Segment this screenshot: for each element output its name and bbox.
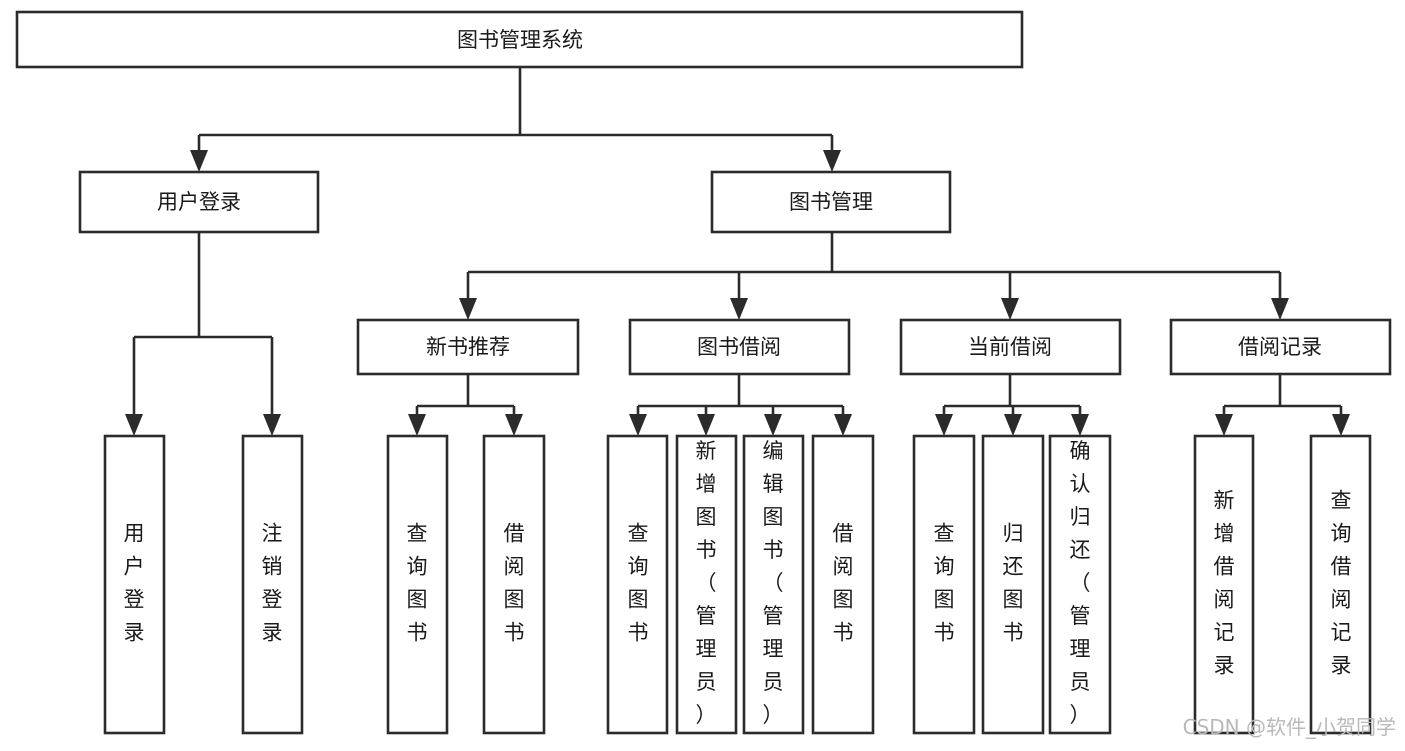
node-book-borrow[interactable]: 图书借阅 [628,318,851,376]
node-leaf-edit-book-label: 编辑图书（管理员） [763,439,784,727]
node-current-borrow-label: 当前借阅 [968,335,1052,359]
arrowhead-leaf-add-book [697,414,715,436]
node-leaf-borrow-book-2-label: 借阅图书 [833,522,854,645]
node-leaf-add-record-box[interactable] [1193,434,1255,735]
arrowhead-book-borrow [730,298,748,320]
node-leaf-query-book-3[interactable]: 查询图书 [912,434,976,735]
node-root-box[interactable] [15,10,1024,69]
arrowhead-leaf-add-record [1215,414,1233,436]
node-book-management-label: 图书管理 [789,190,873,214]
node-leaf-edit-book-box[interactable] [742,434,805,735]
connector-group [125,67,1350,436]
node-borrow-record-label: 借阅记录 [1238,335,1322,359]
arrowhead-leaf-borrow-book-2 [834,414,852,436]
arrowhead-new-book-recommend [459,298,477,320]
node-leaf-query-record-label: 查询借阅记录 [1331,489,1352,678]
node-leaf-borrow-book-1-box[interactable] [482,434,546,735]
node-leaf-edit-book[interactable]: 编辑图书（管理员） [742,434,805,735]
node-user-login-label: 用户登录 [157,190,241,214]
arrowhead-current-borrow [1001,298,1019,320]
node-leaf-return-book[interactable]: 归还图书 [981,434,1045,735]
node-book-borrow-box[interactable] [628,318,851,376]
node-leaf-add-book-box[interactable] [675,434,738,735]
arrowhead-borrow-record [1271,298,1289,320]
node-leaf-logout-label: 注销登录 [262,522,283,645]
arrowhead-leaf-query-book-1 [408,414,426,436]
node-current-borrow-box[interactable] [899,318,1122,376]
arrowhead-leaf-query-book-2 [629,414,647,436]
node-user-login-box[interactable] [78,170,320,234]
node-leaf-add-book[interactable]: 新增图书（管理员） [675,434,738,735]
watermark-label: CSDN @软件_小贺同学 [1183,715,1396,739]
node-leaf-query-record[interactable]: 查询借阅记录 [1309,434,1372,735]
arrowhead-book-management [823,150,841,172]
arrowhead-leaf-query-book-3 [935,414,953,436]
node-leaf-add-book-label: 新增图书（管理员） [696,439,717,727]
node-leaf-query-book-2-label: 查询图书 [628,522,649,645]
node-leaf-borrow-book-2[interactable]: 借阅图书 [811,434,875,735]
node-leaf-add-record-label: 新增借阅记录 [1214,489,1235,678]
arrowhead-user-login [190,150,208,172]
node-leaf-return-book-box[interactable] [981,434,1045,735]
node-book-management[interactable]: 图书管理 [710,170,952,234]
node-leaf-user-login-label: 用户登录 [124,522,145,645]
node-leaf-logout-box[interactable] [241,434,304,735]
node-leaf-query-book-3-box[interactable] [912,434,976,735]
arrowhead-leaf-borrow-book-1 [505,414,523,436]
node-leaf-borrow-book-1[interactable]: 借阅图书 [482,434,546,735]
arrowhead-leaf-query-record [1332,414,1350,436]
node-leaf-user-login-box[interactable] [103,434,166,735]
node-root-label: 图书管理系统 [457,28,583,52]
node-leaf-query-book-1-box[interactable] [386,434,449,735]
node-user-login[interactable]: 用户登录 [78,170,320,234]
node-leaf-query-book-3-label: 查询图书 [934,522,955,645]
node-leaf-user-login[interactable]: 用户登录 [103,434,166,735]
arrowhead-leaf-confirm-return [1071,414,1089,436]
node-borrow-record-box[interactable] [1169,318,1392,376]
node-book-management-box[interactable] [710,170,952,234]
arrowhead-leaf-return-book [1004,414,1022,436]
node-leaf-query-book-1[interactable]: 查询图书 [386,434,449,735]
arrowhead-leaf-user-login [125,414,143,436]
node-new-book-recommend[interactable]: 新书推荐 [356,318,580,376]
node-leaf-query-record-box[interactable] [1309,434,1372,735]
arrowhead-leaf-edit-book [764,414,782,436]
node-leaf-confirm-return-box[interactable] [1048,434,1112,735]
node-leaf-return-book-label: 归还图书 [1003,522,1024,645]
node-leaf-borrow-book-2-box[interactable] [811,434,875,735]
node-book-borrow-label: 图书借阅 [697,335,781,359]
node-new-book-recommend-label: 新书推荐 [426,335,510,359]
node-leaf-query-book-2[interactable]: 查询图书 [606,434,669,735]
node-new-book-recommend-box[interactable] [356,318,580,376]
node-leaf-logout[interactable]: 注销登录 [241,434,304,735]
node-leaf-query-book-2-box[interactable] [606,434,669,735]
node-current-borrow[interactable]: 当前借阅 [899,318,1122,376]
node-borrow-record[interactable]: 借阅记录 [1169,318,1392,376]
node-leaf-confirm-return-label: 确认归还（管理员） [1070,439,1091,727]
node-root-system[interactable]: 图书管理系统 [15,10,1024,69]
node-leaf-borrow-book-1-label: 借阅图书 [504,522,525,645]
node-leaf-query-book-1-label: 查询图书 [407,522,428,645]
arrowhead-leaf-logout [263,414,281,436]
node-leaf-confirm-return[interactable]: 确认归还（管理员） [1048,434,1112,735]
node-leaf-add-record[interactable]: 新增借阅记录 [1193,434,1255,735]
